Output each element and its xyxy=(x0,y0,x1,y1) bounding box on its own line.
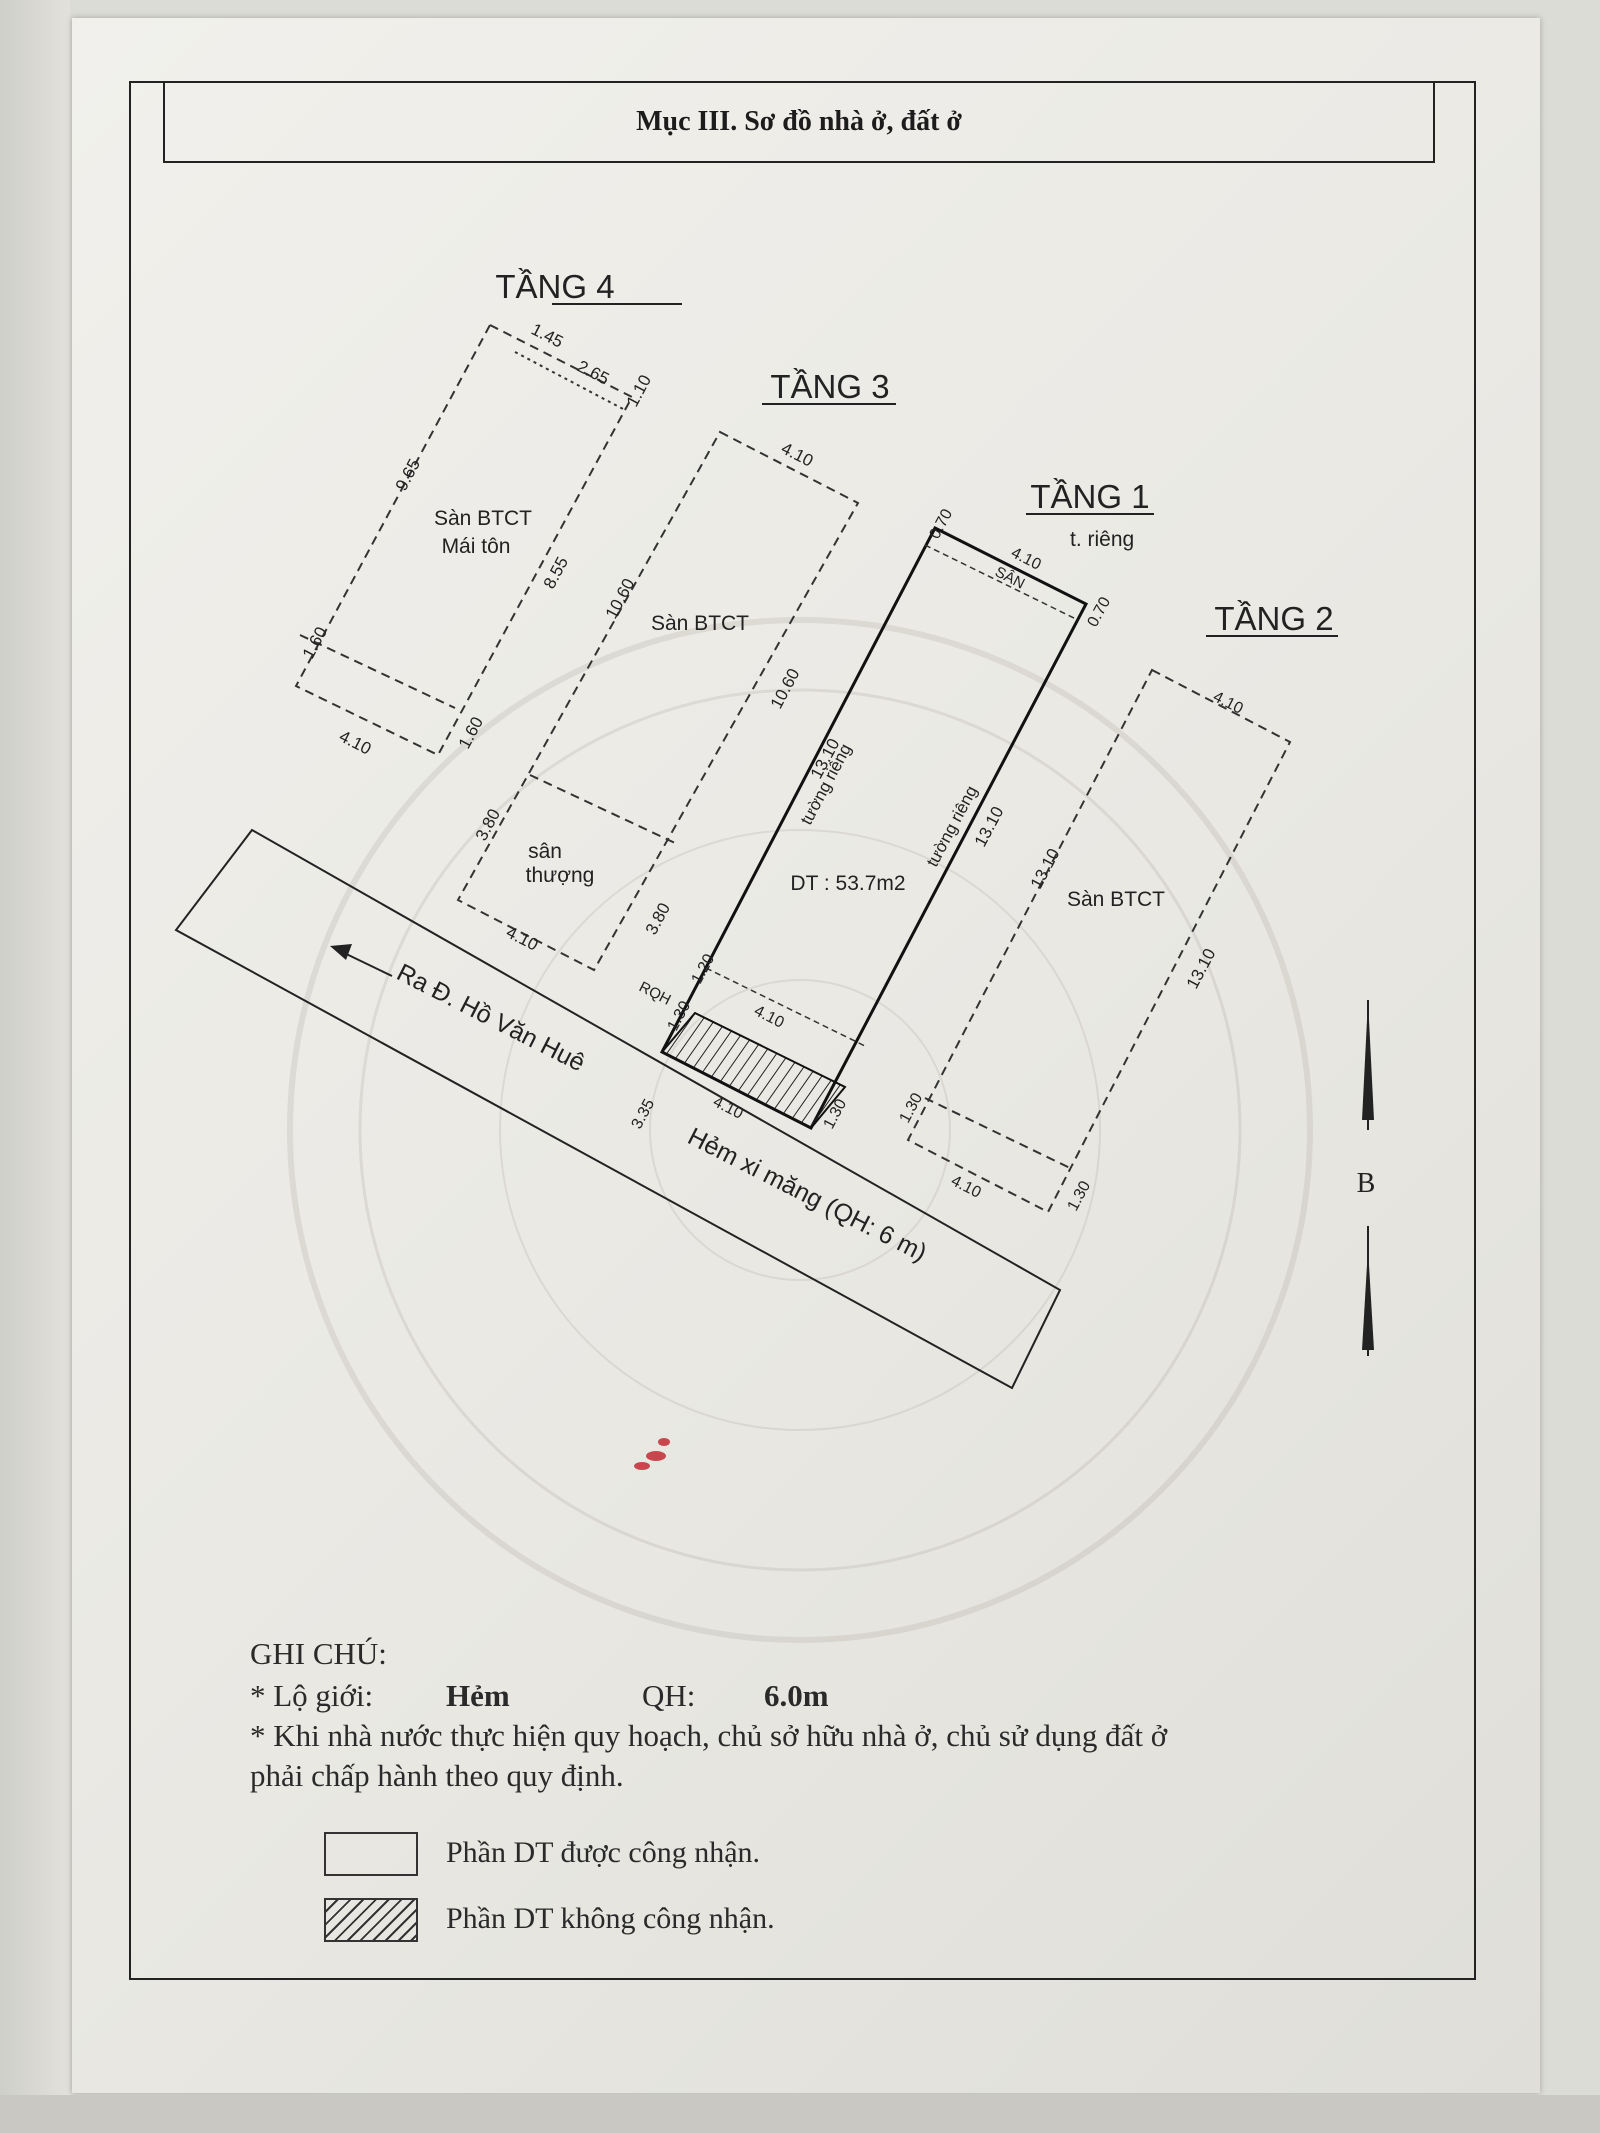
floor-1-dim-6: 1.20 xyxy=(689,951,719,987)
floor-4-dim-5: 8.55 xyxy=(540,554,572,592)
floor-1-unrecognized-area xyxy=(660,1011,847,1130)
floor-1-dim-9: 4.10 xyxy=(710,1093,746,1122)
legend-recognized-label: Phần DT được công nhận. xyxy=(446,1836,761,1869)
watermark-rosette xyxy=(287,617,1313,1643)
floor-3-terrace-label-1: sân xyxy=(528,840,562,863)
floor-2-area-label: Sàn BTCT xyxy=(1067,888,1165,911)
floor-1-dim-11: 3.35 xyxy=(629,1096,659,1132)
floor-2-title: TẦNG 2 xyxy=(1214,600,1333,637)
floor-3-dim-6: 4.10 xyxy=(503,923,541,955)
floor-3-dim-5: 3.80 xyxy=(642,900,674,938)
floor-1-title: TẦNG 1 xyxy=(1030,478,1149,515)
floor-4-area-label-2: Mái tôn xyxy=(442,535,511,558)
legend-not-recognized-swatch xyxy=(324,1898,418,1942)
notes-title: GHI CHÚ: xyxy=(250,1636,387,1671)
legend-recognized-swatch xyxy=(324,1832,418,1876)
floor-3-area-label: Sàn BTCT xyxy=(651,612,749,635)
north-arrow-letter: B xyxy=(1357,1168,1376,1199)
table-surface xyxy=(0,2095,1600,2133)
note-qh-value: 6.0m xyxy=(764,1678,829,1713)
floor-1-yard-line xyxy=(924,544,1079,621)
north-arrow-icon xyxy=(1362,1000,1374,1356)
floor-3-plan xyxy=(456,430,860,972)
floor-1-yard-label: SÂN xyxy=(992,563,1027,592)
floor-3-title: TẦNG 3 xyxy=(770,368,889,405)
floor-4-area-label-1: Sàn BTCT xyxy=(434,507,532,530)
alley-strip xyxy=(174,828,1062,1390)
floor-4-dim-8: 4.10 xyxy=(336,727,374,759)
direction-arrow-icon xyxy=(330,944,352,960)
floor-4-dim-2: 2.65 xyxy=(574,357,612,389)
floor-2-dim-2: 13.10 xyxy=(1027,845,1064,891)
floor-1-dim-7: 4.10 xyxy=(751,1002,787,1031)
red-stamp-mark xyxy=(634,1438,670,1470)
section-title: Mục III. Sơ đồ nhà ở, đất ở xyxy=(636,106,962,137)
note-boundary-value: Hẻm xyxy=(446,1678,510,1713)
legend-not-recognized-label: Phần DT không công nhận. xyxy=(446,1902,775,1935)
floor-1-area-label: DT : 53.7m2 xyxy=(790,872,905,895)
floor-3-terrace-label-2: thượng xyxy=(526,864,595,887)
floor-3-dim-1: 4.10 xyxy=(778,439,816,471)
floor-2-dim-5: 4.10 xyxy=(948,1172,984,1201)
floor-2-dim-4: 1.30 xyxy=(897,1090,927,1126)
floor-1-dim-3: 0.70 xyxy=(1085,594,1115,630)
note-planning-line: * Khi nhà nước thực hiện quy hoạch, chủ … xyxy=(250,1718,1168,1753)
note-qh-label: QH: xyxy=(642,1678,696,1713)
floor-4-dim-3: 1.10 xyxy=(623,372,655,410)
floor-3-dim-2: 10.60 xyxy=(602,575,639,621)
note-boundary-line: * Lộ giới: Hẻm QH: 6.0m xyxy=(250,1678,829,1714)
floor-1-private-wall-label: t. riêng xyxy=(1070,528,1134,551)
floor-4-plan xyxy=(294,323,634,757)
floor-2-plan xyxy=(906,668,1292,1214)
note-boundary-label: * Lộ giới: xyxy=(250,1678,374,1713)
floor-2-dim-1: 4.10 xyxy=(1210,688,1246,717)
direction-label: Ra Đ. Hồ Văn Huê xyxy=(392,958,589,1077)
adjacent-page-edge xyxy=(0,0,70,2133)
certificate-page xyxy=(72,18,1540,2093)
floor-1-rqh-label: RQH xyxy=(636,978,673,1008)
note-compliance-line: phải chấp hành theo quy định. xyxy=(250,1758,624,1793)
floor-4-title: TẦNG 4 xyxy=(495,268,614,305)
floor-4-dim-4: 9.65 xyxy=(392,456,424,494)
